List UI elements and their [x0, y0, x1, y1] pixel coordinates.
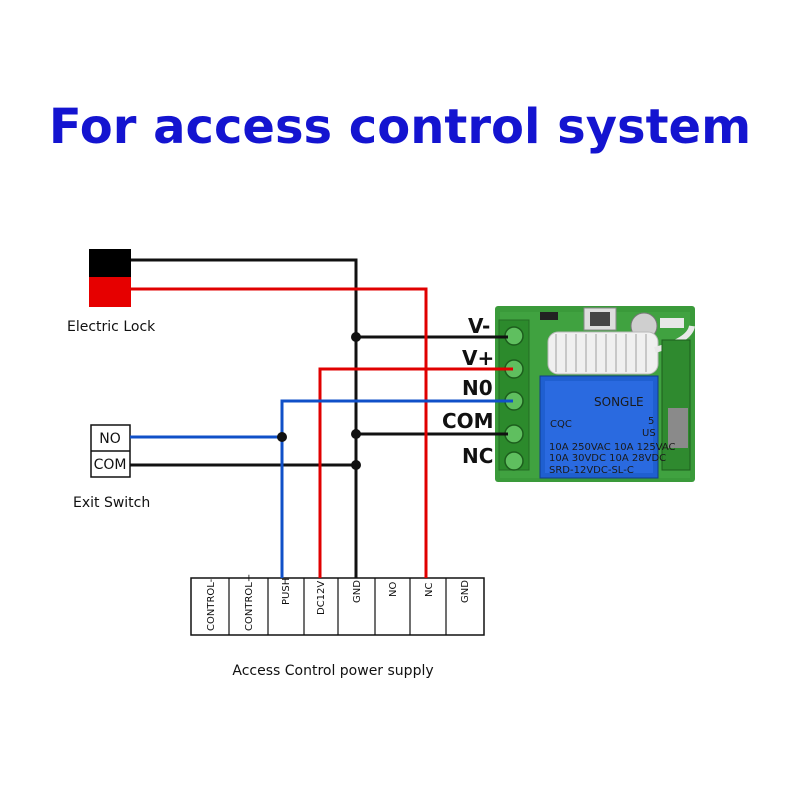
exit-switch: [90, 424, 131, 478]
relay-terminal-v-plus: V+: [462, 346, 494, 370]
relay-terminal-n0: N0: [462, 376, 493, 400]
relay-rating-2: 10A 30VDC 10A 28VDC: [549, 453, 666, 464]
exit-switch-com-label: COM: [94, 457, 127, 473]
power-supply-label: Access Control power supply: [232, 663, 433, 679]
power-supply-block: [190, 577, 485, 636]
page-title: For access control system: [49, 99, 751, 155]
ps-terminal-nc: NC: [424, 583, 435, 597]
ps-terminal-gnd-2: GND: [460, 580, 471, 603]
relay-us: US: [642, 428, 656, 439]
exit-switch-label: Exit Switch: [73, 495, 150, 511]
relay-terminal-com: COM: [442, 409, 494, 433]
ps-terminal-dc12v: DC12V: [316, 581, 327, 615]
exit-switch-no-label: NO: [99, 431, 121, 447]
relay-rating-1: 10A 250VAC 10A 125VAC: [549, 442, 676, 453]
ps-terminal-push: PUSH: [281, 578, 292, 605]
wires: [130, 258, 513, 578]
relay-brand: SONGLE: [594, 395, 644, 409]
electric-lock: [89, 249, 131, 307]
electric-lock-label: Electric Lock: [67, 319, 156, 335]
relay-mark: 5: [648, 416, 654, 427]
relay-module: [495, 306, 695, 482]
ps-terminal-gnd-1: GND: [352, 580, 363, 603]
relay-terminal-v-minus: V-: [468, 314, 490, 338]
ps-terminal-no: NO: [388, 582, 399, 597]
relay-cert: CQC: [550, 419, 572, 430]
ps-terminal-control-plus: CONTROL+: [244, 574, 255, 631]
relay-model: SRD-12VDC-SL-C: [549, 465, 634, 476]
relay-terminal-nc: NC: [462, 444, 493, 468]
ps-terminal-control-minus: CONTROL-: [206, 578, 217, 631]
